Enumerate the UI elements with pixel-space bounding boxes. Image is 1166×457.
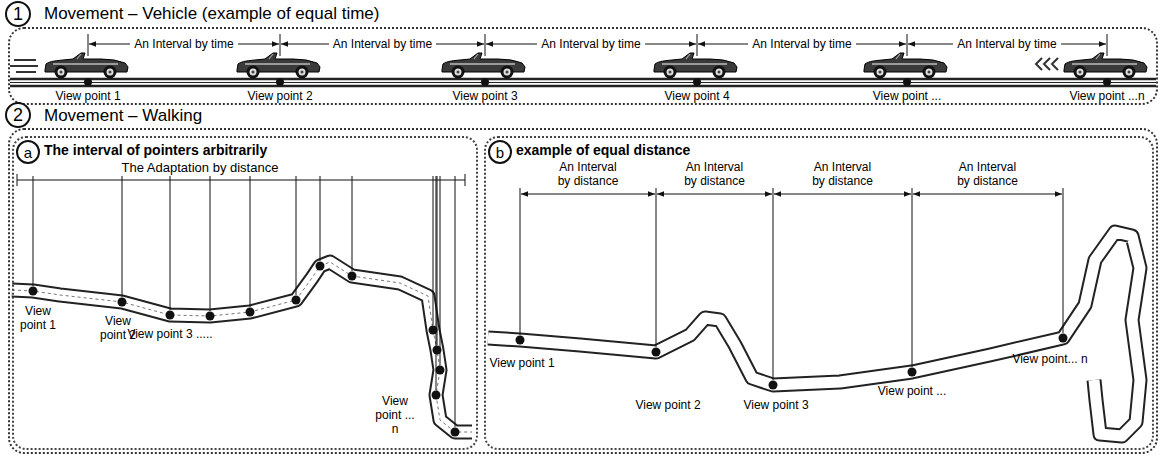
dimension-arrows [521, 194, 1062, 195]
subsection-letter: b [488, 140, 512, 164]
interval-label: An Interval by distance [807, 160, 879, 188]
viewpoint-label: View point 1 [489, 356, 554, 370]
subsection-heading: example of equal distance [516, 142, 690, 158]
viewpoint-dot [516, 334, 1068, 390]
subsection-panel: The interval of pointers arbitrarily a [12, 136, 478, 450]
interval-label: An Interval by time [953, 37, 1060, 51]
interval-label: An Interval by distance [952, 160, 1024, 188]
viewpoint-label: View point 1 [55, 89, 120, 103]
viewpoint-dot [84, 78, 1111, 86]
section-number-text: 1 [13, 5, 23, 23]
viewpoint-label: View point ... [873, 89, 941, 103]
viewpoint-label: View point 2 [247, 89, 312, 103]
subsection-letter-text: b [496, 145, 504, 160]
interval-label: An Interval by time [130, 37, 237, 51]
section-number-text: 2 [13, 106, 23, 124]
viewpoint-label: View point 3 [743, 398, 808, 412]
dimension-label: The Adaptation by distance [122, 161, 279, 175]
subsection-letter: a [16, 140, 40, 164]
viewpoint-dot [29, 262, 460, 437]
section-heading: Movement – Vehicle (example of equal tim… [44, 4, 379, 24]
viewpoint-label: View point 4 [664, 89, 729, 103]
viewpoint-label: View point ...n [1069, 89, 1144, 103]
subsection-heading: The interval of pointers arbitrarily [44, 142, 267, 158]
viewpoint-label: View point... n [1012, 352, 1087, 366]
car-icon [45, 53, 1147, 79]
dimension-line [17, 174, 465, 427]
viewpoint-label: View point ... n [372, 394, 418, 436]
subsection-letter-text: a [24, 145, 32, 160]
viewpoint-label: View point 3 [452, 89, 517, 103]
dimension-ticks [88, 34, 1107, 56]
road [10, 79, 1156, 86]
walking-path [488, 232, 1140, 436]
viewpoint-label: View point ... [878, 384, 946, 398]
interval-label: An Interval by distance [679, 160, 751, 188]
interval-label: An Interval by distance [552, 160, 624, 188]
section-number: 2 [5, 102, 31, 128]
viewpoint-label: View point 2 [635, 398, 700, 412]
section-number: 1 [5, 1, 31, 27]
viewpoint-label: View point 3 ..... [127, 327, 212, 341]
interval-label: An Interval by time [537, 37, 644, 51]
interval-label: An Interval by time [329, 37, 436, 51]
interval-label: An Interval by time [748, 37, 855, 51]
dimension-ticks [520, 188, 1063, 380]
viewpoint-label: View point 1 [16, 304, 60, 332]
section-heading: Movement – Walking [44, 106, 202, 126]
